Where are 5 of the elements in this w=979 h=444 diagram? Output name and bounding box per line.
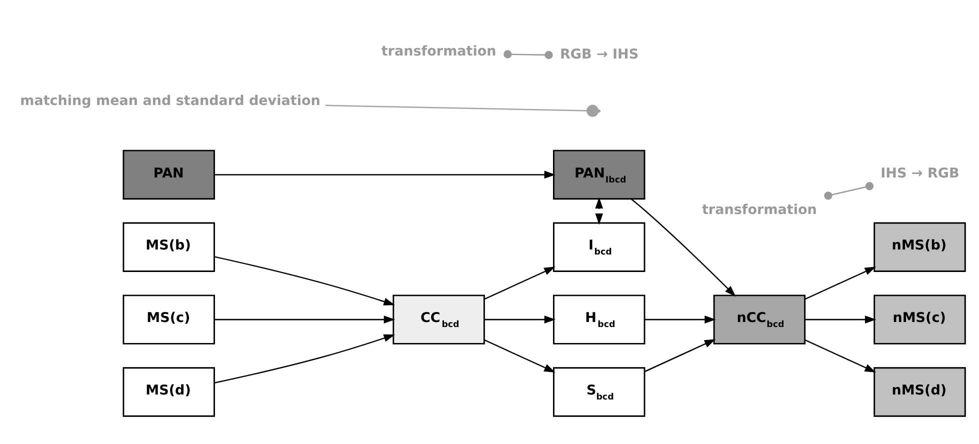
label: transformation [702, 202, 817, 218]
label: IHS → RGB [880, 164, 960, 181]
node-text: matching mean and standard deviation [20, 92, 320, 108]
label: RGB → IHS [560, 46, 639, 62]
label: transformation [381, 43, 496, 60]
